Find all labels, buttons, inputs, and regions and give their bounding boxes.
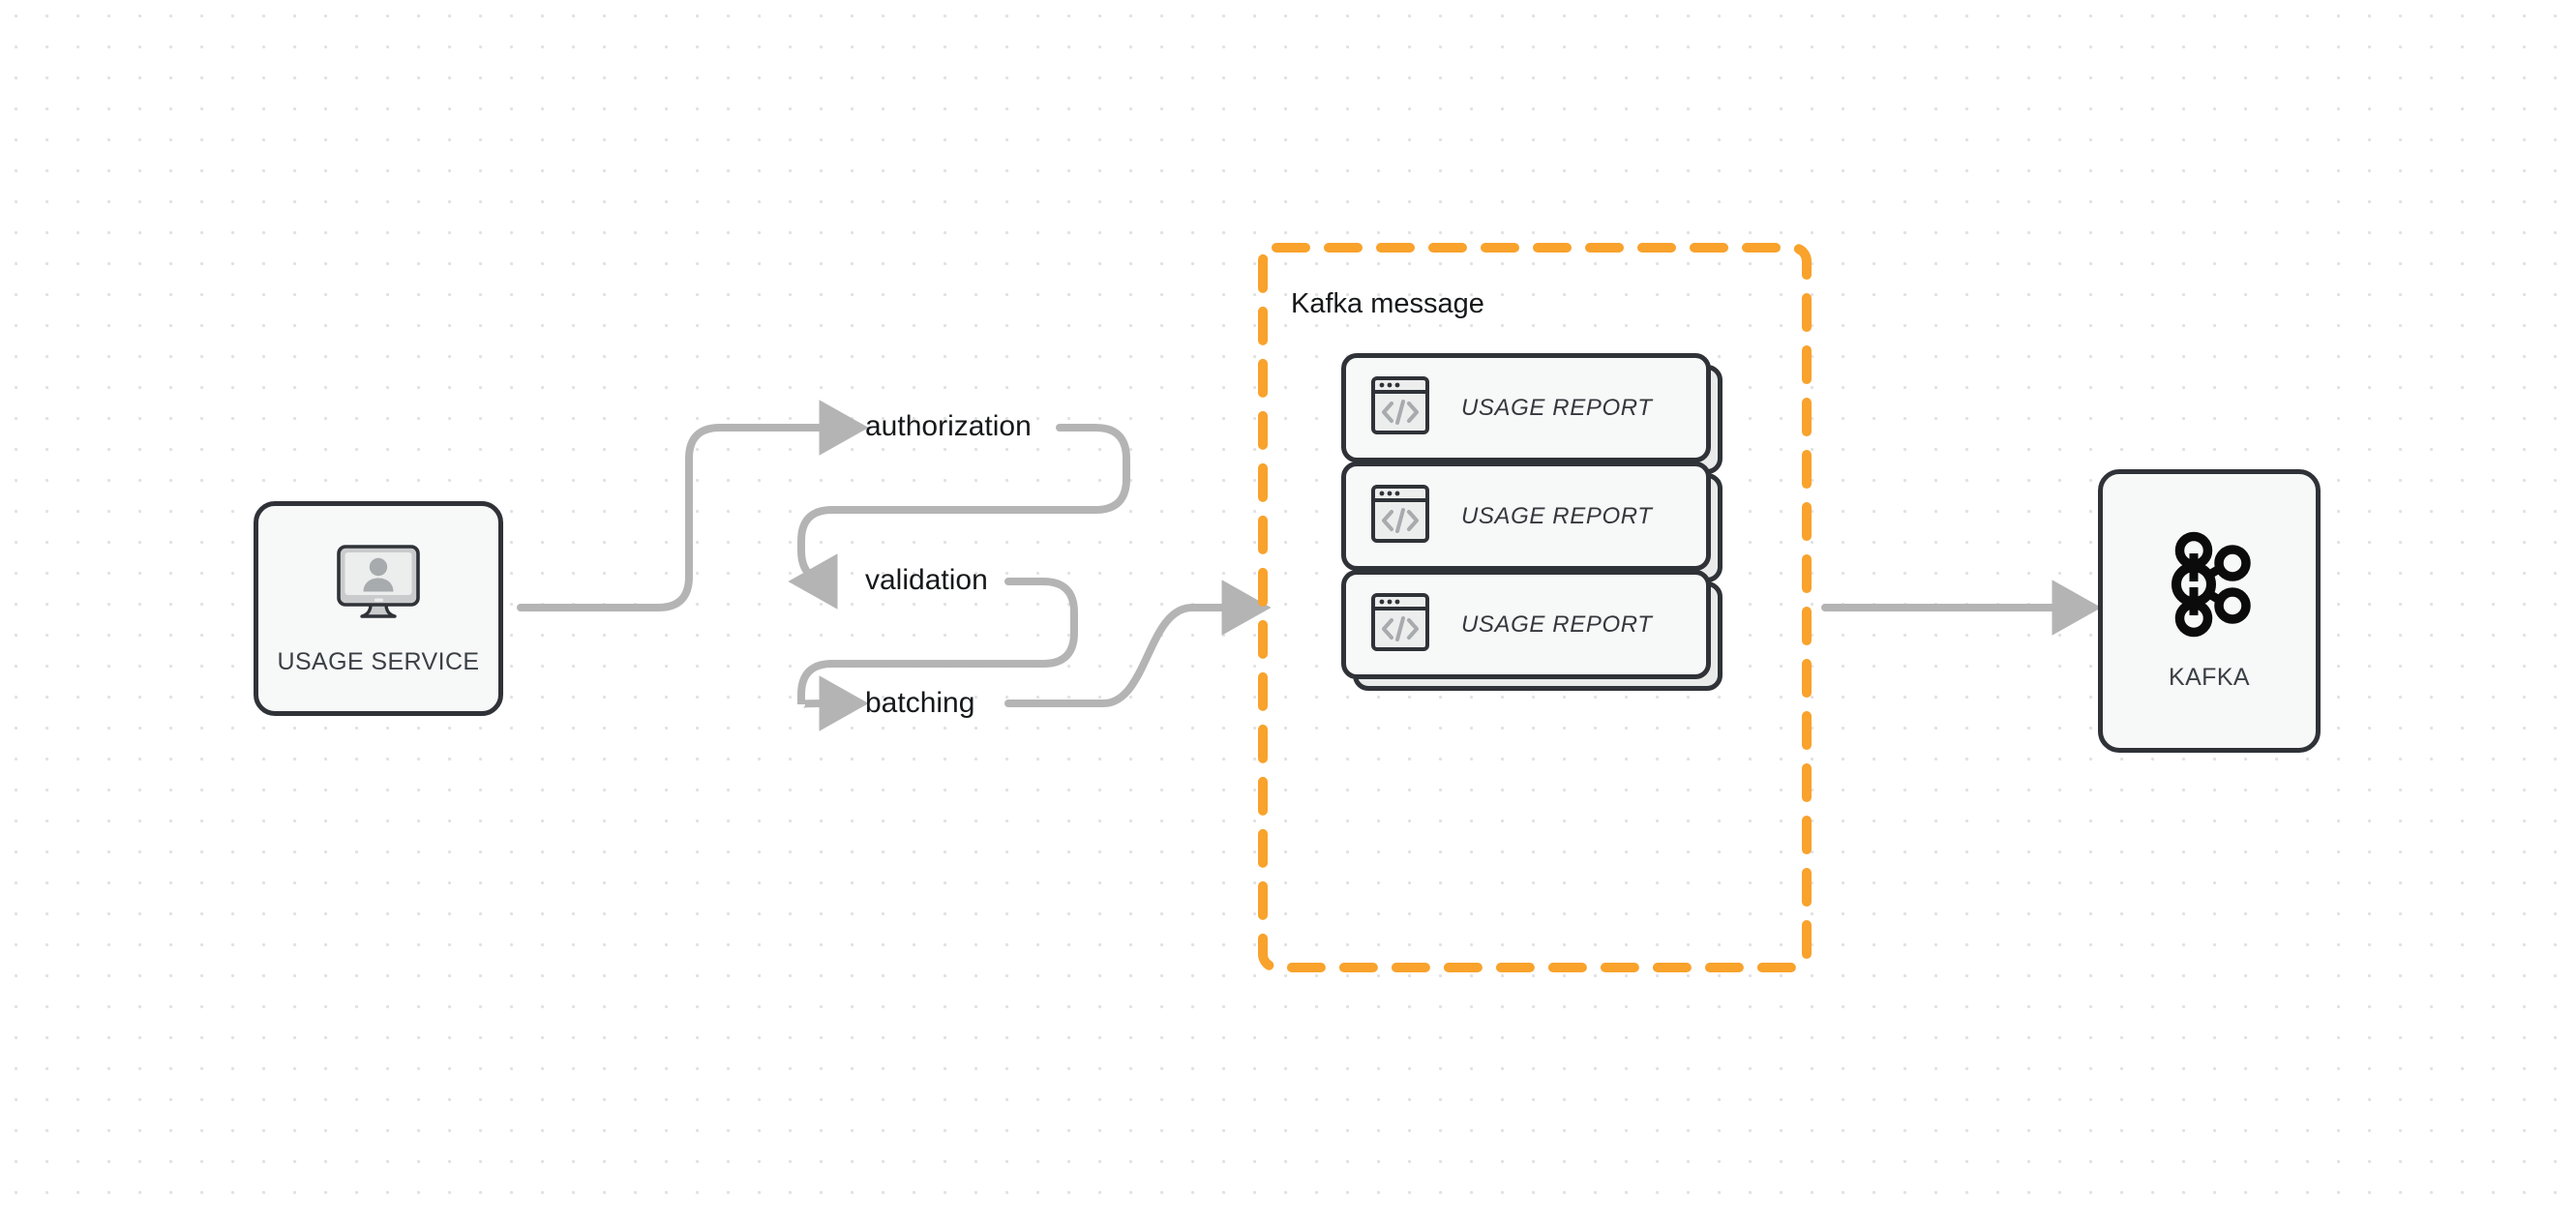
step-label-validation[interactable]: validation [865, 564, 988, 596]
kafka-logo-icon [2165, 531, 2254, 642]
node-usage-service-label: USAGE SERVICE [277, 648, 480, 675]
step-label-batching[interactable]: batching [865, 687, 975, 719]
usage-report-card-label: USAGE REPORT [1461, 610, 1653, 638]
node-usage-service[interactable]: USAGE SERVICE [254, 501, 503, 716]
code-window-icon [1370, 592, 1430, 657]
usage-report-card[interactable]: USAGE REPORT [1341, 353, 1722, 474]
wire-validation-to-batching [797, 578, 1078, 731]
wire-batching-to-kafka-message [1004, 580, 1272, 707]
node-kafka-label: KAFKA [2169, 663, 2250, 691]
usage-report-card[interactable]: USAGE REPORT [1341, 570, 1722, 691]
wire-authorization-to-validation [788, 424, 1130, 610]
group-kafka-message[interactable]: Kafka message [1258, 243, 1812, 972]
usage-report-card-front[interactable]: USAGE REPORT [1341, 570, 1711, 679]
usage-report-card-label: USAGE REPORT [1461, 394, 1653, 421]
wire-usage-service-to-authorization [517, 400, 869, 611]
code-window-icon [1370, 375, 1430, 440]
usage-report-card-front[interactable]: USAGE REPORT [1341, 462, 1711, 571]
monitor-user-icon [332, 541, 425, 631]
usage-report-card-label: USAGE REPORT [1461, 502, 1653, 529]
step-label-authorization[interactable]: authorization [865, 410, 1032, 442]
usage-report-card-front[interactable]: USAGE REPORT [1341, 353, 1711, 462]
code-window-icon [1370, 484, 1430, 549]
group-dashed-border [1258, 243, 1812, 972]
usage-report-card[interactable]: USAGE REPORT [1341, 462, 1722, 582]
node-kafka[interactable]: KAFKA [2098, 469, 2321, 753]
group-title: Kafka message [1291, 288, 1484, 319]
